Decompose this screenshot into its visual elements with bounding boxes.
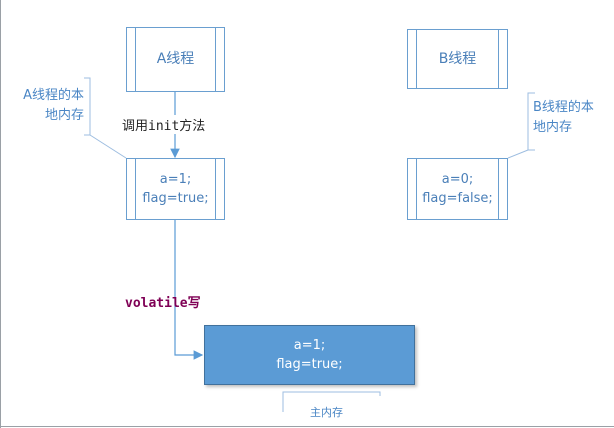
a-callout-bracket — [84, 77, 91, 136]
thread-b-title: B线程 — [438, 50, 477, 67]
thread-b-callout-line-1: B线程的本 — [533, 100, 594, 115]
call-init-label: 调用init方法 — [122, 115, 206, 134]
thread-b-memory-line-2: flag=false; — [422, 191, 493, 206]
a-callout-leader — [89, 134, 127, 159]
frame-bottom-border — [0, 426, 614, 427]
main-memory-box: a=1; flag=true; — [204, 325, 415, 385]
thread-a-title: A线程 — [156, 51, 195, 67]
thread-a-memory-line-1: a=1; — [159, 172, 192, 187]
volatile-write-arrow — [174, 220, 204, 360]
thread-b-box: B线程 — [407, 29, 508, 89]
frame-left-border — [0, 0, 1, 428]
thread-b-local-memory-box: a=0; flag=false; — [407, 158, 508, 220]
thread-a-box: A线程 — [126, 27, 225, 92]
volatile-write-label: volatile写 — [125, 296, 201, 311]
main-memory-bracket — [282, 391, 381, 396]
main-memory-line-2: flag=true; — [276, 357, 343, 372]
b-callout-bracket — [527, 92, 535, 151]
thread-a-local-memory-box: a=1; flag=true; — [126, 158, 225, 220]
thread-b-callout-line-2: 地内存 — [533, 120, 573, 135]
thread-b-local-memory-callout: B线程的本 地内存 — [533, 98, 613, 138]
thread-a-local-memory-callout: A线程的本 地内存 — [2, 86, 84, 126]
main-memory-label: 主内存 — [310, 406, 343, 419]
main-memory-line-1: a=1; — [293, 338, 326, 353]
thread-b-memory-line-1: a=0; — [441, 172, 474, 187]
thread-a-callout-line-2: 地内存 — [44, 108, 84, 123]
thread-a-callout-line-1: A线程的本 — [23, 88, 84, 103]
b-callout-leader — [507, 149, 529, 159]
thread-a-memory-line-2: flag=true; — [142, 191, 209, 206]
